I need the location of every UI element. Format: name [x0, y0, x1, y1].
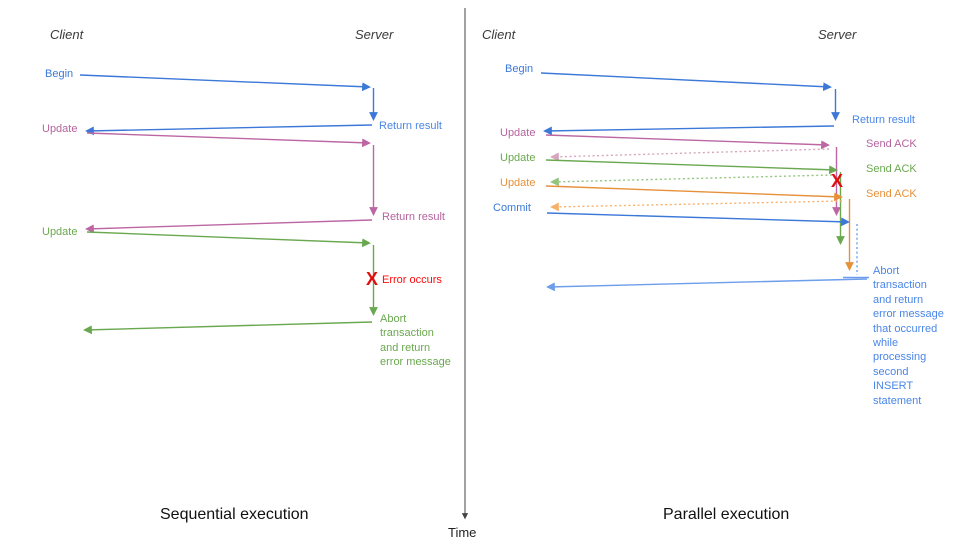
right-send-ack-1-label: Send ACK — [866, 138, 917, 150]
right-send-ack-1-arrow — [550, 148, 830, 162]
left-error-occurs-label: Error occurs — [382, 274, 442, 286]
right-return-result-arrow — [543, 125, 835, 136]
right-begin-label: Begin — [505, 63, 534, 75]
left-update-2-arrow — [86, 231, 378, 316]
right-abort-line: and return — [873, 293, 924, 306]
left-return-result-2-arrow — [85, 219, 373, 234]
left-error-x-icon: X — [366, 269, 379, 289]
right-return-result-label: Return result — [852, 114, 915, 126]
left-update-2-label: Update — [42, 226, 78, 238]
left-abort-line: Abort — [380, 313, 407, 325]
left-update-1-arrow — [86, 132, 378, 216]
left-abort-text: Abort transaction and return error messa… — [380, 312, 451, 370]
right-abort-line: transaction — [873, 279, 927, 292]
right-commit-label: Commit — [493, 202, 531, 214]
right-abort-line: while — [873, 337, 899, 350]
left-abort-line: and return — [380, 341, 431, 354]
right-client-header: Client — [482, 27, 516, 42]
right-send-ack-2-arrow — [550, 174, 833, 187]
right-send-ack-2-label: Send ACK — [866, 163, 917, 175]
right-commit-arrow — [546, 212, 869, 279]
left-server-header: Server — [355, 27, 394, 42]
left-return-result-1-arrow — [85, 124, 373, 136]
left-return-result-1-label: Return result — [379, 120, 442, 132]
right-begin-arrow — [540, 72, 840, 121]
left-diagram-title: Sequential execution — [160, 506, 309, 523]
left-client-header: Client — [50, 27, 84, 42]
right-update-1-arrow — [545, 134, 841, 216]
right-abort-line: statement — [873, 394, 922, 407]
left-abort-arrow — [83, 321, 373, 335]
right-abort-line: processing — [873, 351, 927, 364]
right-update-3-arrow — [545, 185, 854, 271]
left-begin-label: Begin — [45, 68, 74, 80]
right-diagram-title: Parallel execution — [663, 506, 790, 523]
time-axis-label: Time — [448, 525, 477, 540]
right-send-ack-3-arrow — [550, 200, 843, 212]
right-abort-arrow — [546, 278, 868, 292]
right-update-3-label: Update — [500, 177, 536, 189]
right-server-header: Server — [818, 27, 857, 42]
right-abort-line: INSERT — [873, 380, 914, 393]
left-begin-arrow — [79, 74, 378, 121]
right-abort-text: Abort transaction and return error messa… — [873, 264, 944, 408]
right-abort-line: second — [873, 365, 909, 378]
right-abort-line: error message — [873, 308, 944, 321]
right-error-x-icon: X — [831, 171, 844, 191]
left-update-1-label: Update — [42, 123, 78, 135]
left-abort-line: error message — [380, 356, 451, 369]
right-send-ack-3-label: Send ACK — [866, 188, 917, 200]
left-return-result-2-label: Return result — [382, 211, 445, 223]
right-abort-line: Abort — [873, 265, 900, 277]
left-abort-line: transaction — [380, 327, 434, 340]
right-update-2-label: Update — [500, 152, 536, 164]
right-update-2-arrow — [545, 159, 845, 245]
right-abort-line: that occurred — [873, 322, 938, 335]
right-update-1-label: Update — [500, 127, 536, 139]
